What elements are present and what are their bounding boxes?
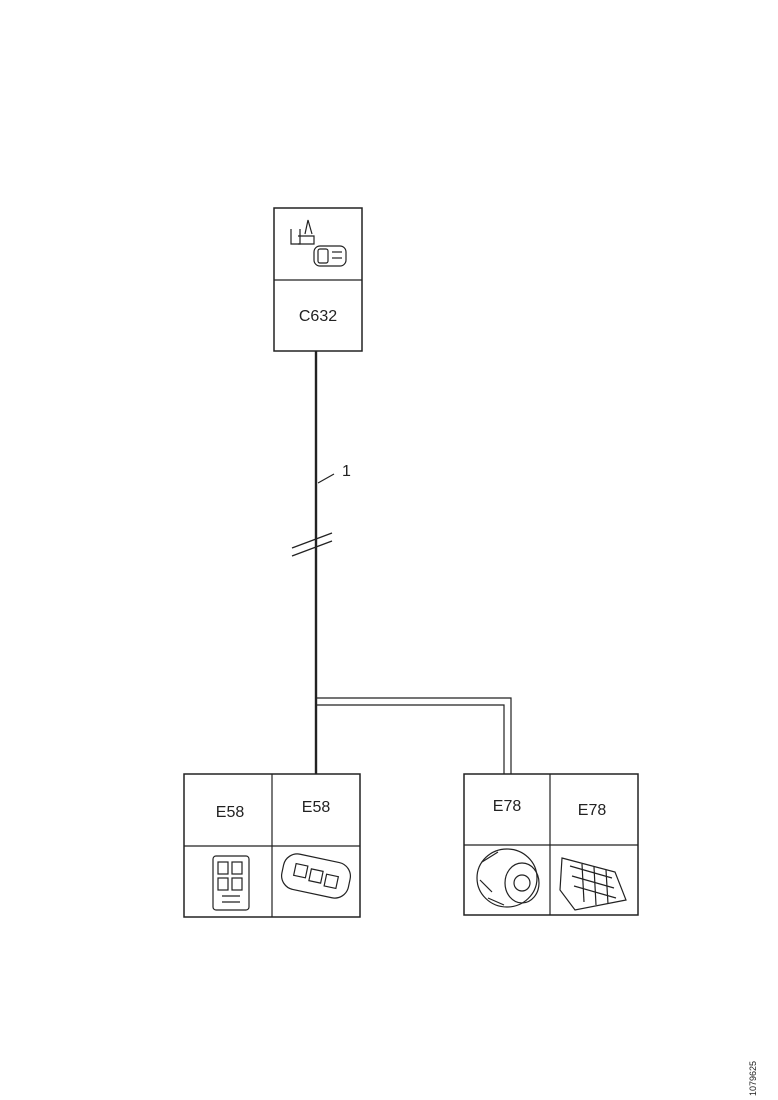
connector-label-c632: C632 bbox=[299, 308, 337, 325]
connector-e58[interactable]: E58 E58 bbox=[183, 773, 361, 918]
connector-c632[interactable]: C632 bbox=[273, 207, 363, 352]
wire bbox=[291, 351, 512, 776]
connector-label-e78-b: E78 bbox=[578, 802, 607, 819]
connector-label-e58-a: E58 bbox=[216, 804, 245, 821]
document-id: 1079625 bbox=[748, 1060, 758, 1096]
multi-pin-connector-icon bbox=[559, 857, 627, 911]
wire-callout-number: 1 bbox=[342, 463, 351, 480]
terminal-pin-icon bbox=[290, 219, 347, 267]
connector-plug-icon bbox=[281, 853, 351, 899]
wire-callout: 1 bbox=[317, 463, 351, 484]
connector-e78[interactable]: E78 E78 bbox=[463, 773, 639, 916]
round-connector-icon bbox=[476, 848, 540, 908]
connector-label-e78-a: E78 bbox=[493, 798, 522, 815]
connector-block-icon bbox=[212, 855, 250, 911]
connector-label-e58-b: E58 bbox=[302, 799, 331, 816]
